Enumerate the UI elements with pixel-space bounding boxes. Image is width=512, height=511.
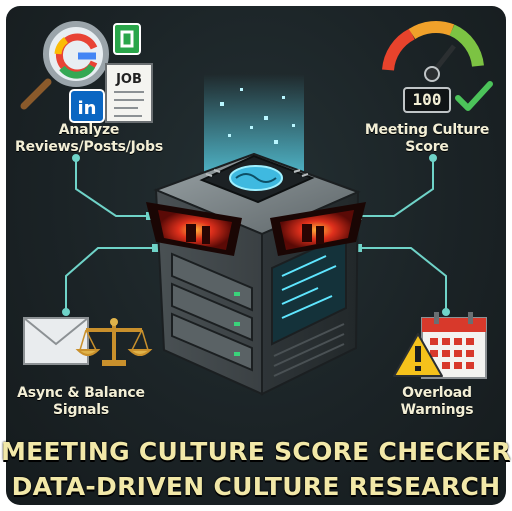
- banner-subtitle: DATA-DRIVEN CULTURE RESEARCH: [11, 472, 501, 501]
- score-box: 100: [403, 87, 451, 113]
- hologram-beam: [204, 74, 304, 178]
- banner-title: MEETING CULTURE SCORE CHECKER: [0, 437, 512, 466]
- gauge-icon: [382, 20, 484, 82]
- checkmark-icon: [455, 81, 493, 111]
- brain-icon: [229, 165, 283, 191]
- label-overload: Overload Warnings: [400, 385, 474, 418]
- label-meeting-score: Meeting Culture Score: [364, 122, 490, 155]
- eyes-icon: [146, 202, 366, 256]
- job-badge-text: JOB: [115, 72, 142, 87]
- label-async-balance: Async & Balance Signals: [17, 385, 145, 418]
- scales-icon: [75, 318, 153, 366]
- infographic-frame: in JOB 100: [6, 6, 506, 505]
- connector-wires: [62, 154, 450, 316]
- infographic-artwork: in JOB 100: [20, 20, 493, 396]
- svg-text:in: in: [78, 98, 97, 119]
- google-icon: [54, 33, 98, 79]
- glassdoor-icon: [113, 23, 141, 55]
- score-value: 100: [413, 90, 442, 109]
- linkedin-icon: in: [69, 89, 105, 123]
- job-document-icon: JOB: [105, 63, 153, 123]
- warning-icon: [393, 333, 443, 377]
- label-analyze: Analyze Reviews/Posts/Jobs: [14, 122, 163, 155]
- envelope-icon: [23, 317, 89, 365]
